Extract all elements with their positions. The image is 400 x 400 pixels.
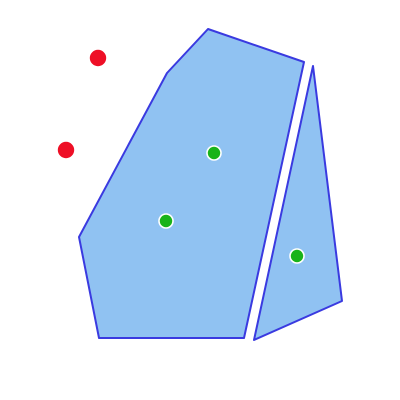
large-polygon xyxy=(78,28,305,339)
inside-point-2 xyxy=(158,213,174,229)
inside-point-3 xyxy=(289,248,305,264)
inside-point-1 xyxy=(206,145,222,161)
triangle xyxy=(253,65,343,341)
outside-point-1 xyxy=(88,48,108,68)
outside-point-2 xyxy=(56,140,76,160)
